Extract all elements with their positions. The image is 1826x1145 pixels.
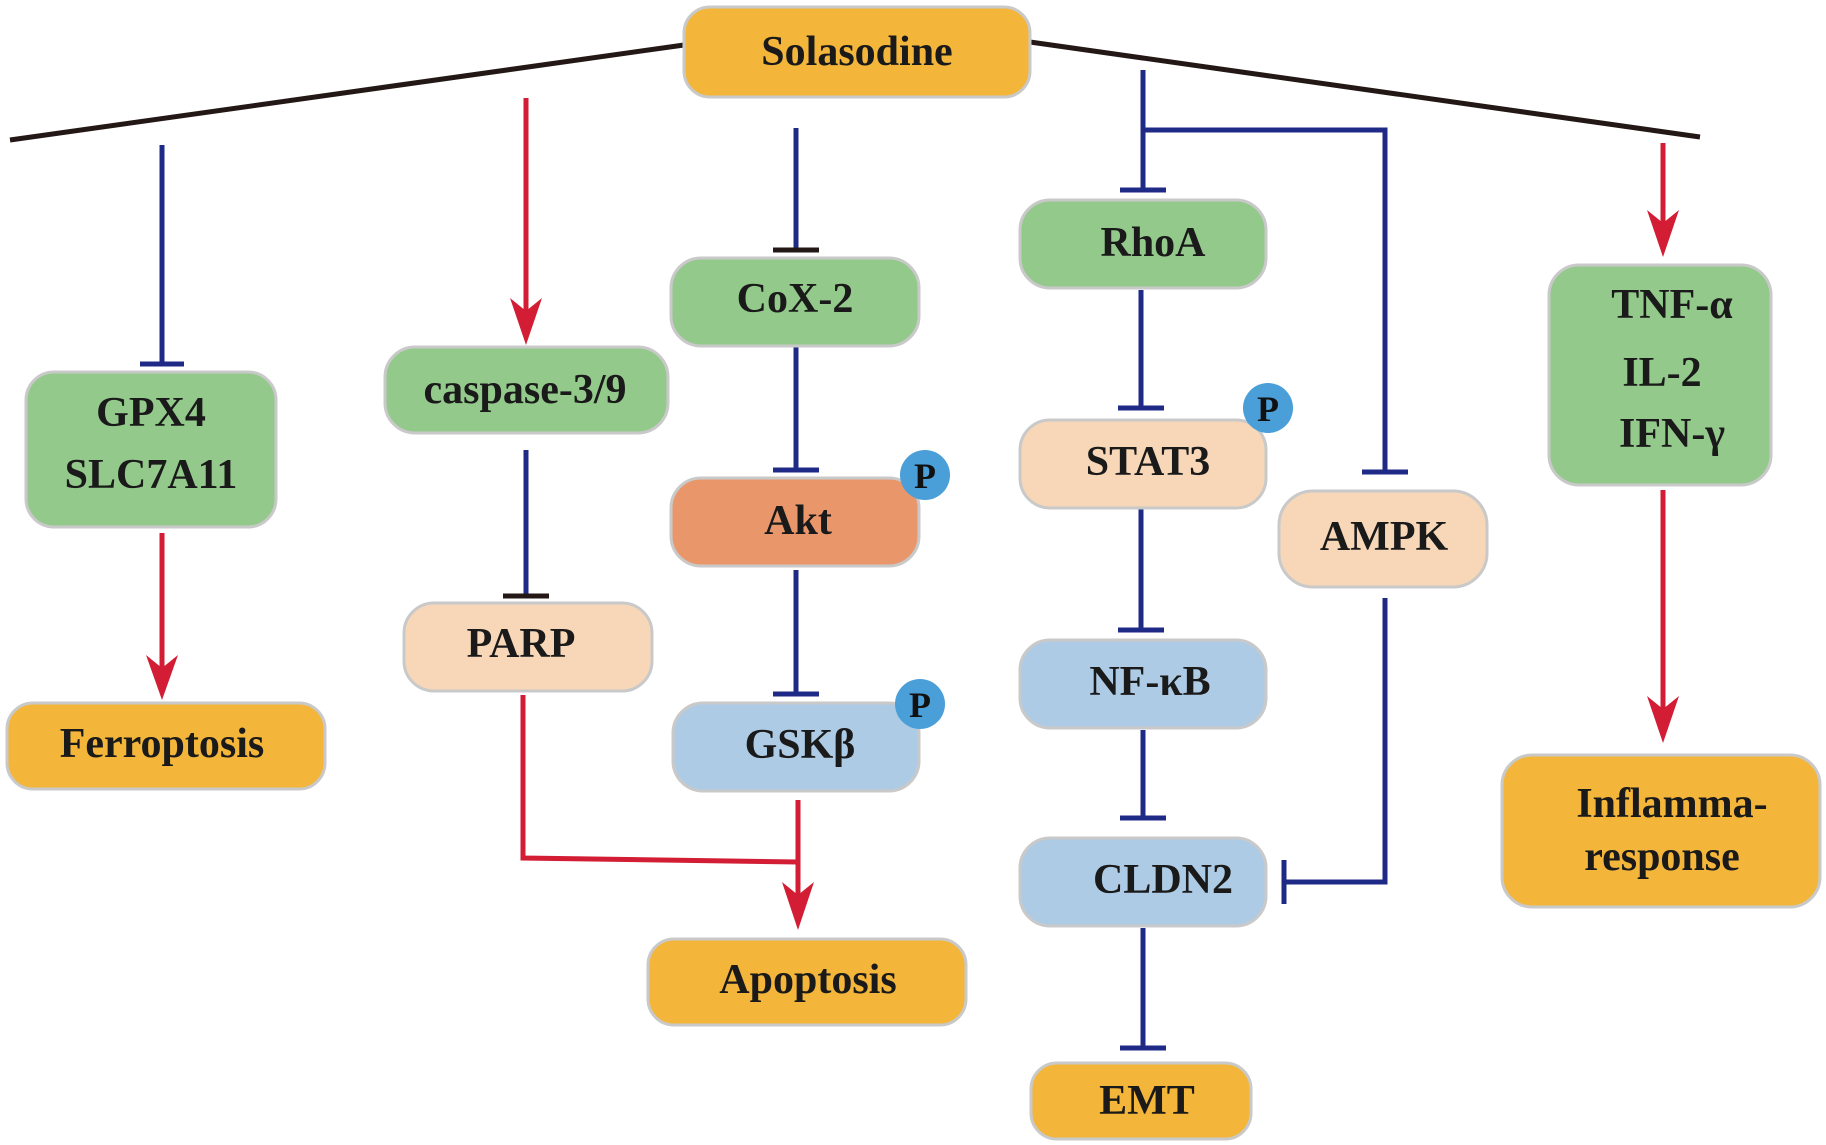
node-gpx4-slc7a11: GPX4 SLC7A11 — [24, 370, 278, 529]
arrowhead-apoptosis — [782, 882, 814, 930]
node-parp: PARP — [402, 601, 654, 693]
node-caspase-label: caspase-3/9 — [424, 367, 627, 413]
arrowhead-tnf — [1647, 210, 1679, 257]
badge-akt-phospho: P — [900, 450, 950, 500]
arrowhead-ferroptosis — [146, 655, 178, 700]
node-ampk-label: AMPK — [1320, 514, 1449, 560]
badge-gsk-label: P — [909, 685, 931, 725]
node-ferroptosis: Ferroptosis — [5, 701, 327, 791]
node-apoptosis-label: Apoptosis — [719, 957, 896, 1003]
node-solasodine: Solasodine — [682, 5, 1032, 99]
node-il2-label: IL-2 — [1622, 350, 1701, 396]
node-emt: EMT — [1029, 1061, 1253, 1141]
node-inflamma-label-line2: response — [1584, 834, 1740, 880]
node-emt-label: EMT — [1099, 1078, 1195, 1124]
node-cytokines: TNF-α IL-2 IFN-γ — [1547, 263, 1773, 487]
branch-line-right — [1029, 39, 1701, 140]
node-caspase: caspase-3/9 — [383, 345, 670, 435]
node-gsk: GSKβ — [671, 701, 921, 793]
node-ampk: AMPK — [1277, 489, 1489, 589]
node-cox2: CoX-2 — [669, 256, 921, 348]
badge-gsk-phospho: P — [895, 679, 945, 729]
badge-akt-label: P — [914, 456, 936, 496]
node-cldn2: CLDN2 — [1018, 836, 1268, 928]
node-inflamma-label-line1: Inflamma- — [1576, 781, 1767, 827]
node-ifn-label: IFN-γ — [1619, 411, 1725, 457]
node-akt-label: Akt — [764, 498, 832, 544]
node-cldn2-label: CLDN2 — [1093, 857, 1233, 903]
node-cox2-label: CoX-2 — [737, 276, 854, 322]
branch-line-left — [9, 42, 685, 143]
node-apoptosis: Apoptosis — [646, 937, 968, 1027]
node-gsk-label: GSKβ — [745, 722, 856, 768]
node-stat3-label: STAT3 — [1086, 439, 1210, 485]
badge-stat3-label: P — [1257, 389, 1279, 429]
node-gpx4-label: GPX4 — [96, 390, 206, 436]
node-tnf-label: TNF-α — [1611, 282, 1733, 328]
arrowhead-caspase — [510, 298, 542, 345]
node-akt: Akt — [669, 476, 921, 568]
node-stat3: STAT3 — [1018, 418, 1268, 510]
edge-solasodine-ampk — [1143, 127, 1388, 472]
node-nfkb-label: NF-κB — [1089, 659, 1210, 705]
node-solasodine-label: Solasodine — [761, 29, 952, 75]
node-parp-label: PARP — [467, 621, 576, 667]
node-ferroptosis-label: Ferroptosis — [60, 721, 265, 767]
badge-stat3-phospho: P — [1243, 383, 1293, 433]
edge-parp-apoptosis — [520, 695, 799, 865]
node-nfkb: NF-κB — [1018, 638, 1268, 730]
edge-ampk-cldn2 — [1284, 598, 1388, 885]
node-rhoa: RhoA — [1018, 198, 1268, 290]
node-inflamma-response: Inflamma- response — [1500, 753, 1822, 909]
node-rhoa-label: RhoA — [1100, 220, 1206, 266]
arrowhead-inflamma — [1647, 696, 1679, 743]
node-slc7a11-label: SLC7A11 — [65, 452, 238, 498]
